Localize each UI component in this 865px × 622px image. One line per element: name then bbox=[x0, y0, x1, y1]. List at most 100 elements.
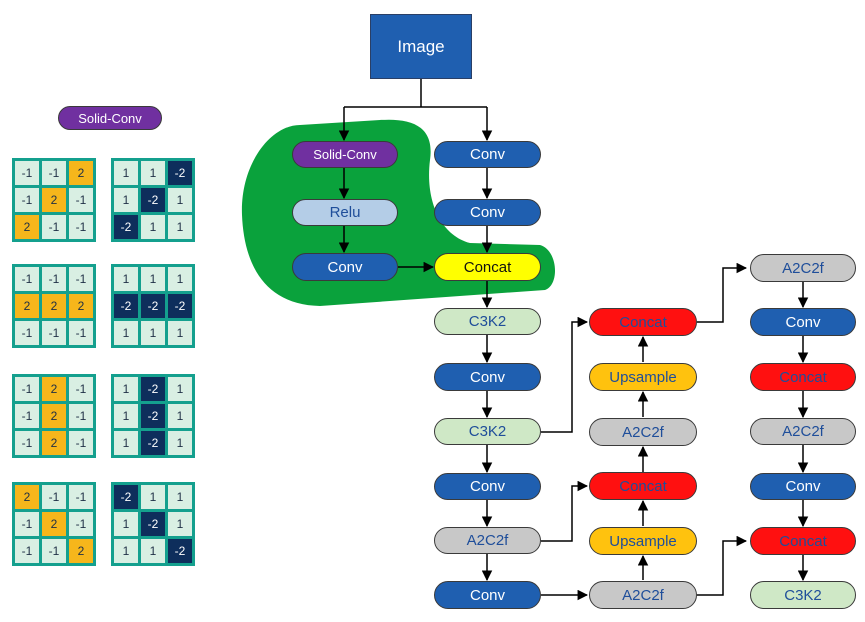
relu-node: Relu bbox=[292, 199, 398, 226]
kernel-cell: 2 bbox=[69, 161, 93, 185]
a2c2f-node-right-top: A2C2f bbox=[750, 254, 856, 282]
kernel-cell: -1 bbox=[15, 512, 39, 536]
concat-node-mid-top: Concat bbox=[589, 308, 697, 336]
kernel-cell: -1 bbox=[15, 161, 39, 185]
kernel-cell: 1 bbox=[168, 188, 192, 212]
kernel-cell: 1 bbox=[114, 512, 138, 536]
kernel-cell: -2 bbox=[114, 215, 138, 239]
kernel-cell: 2 bbox=[42, 377, 66, 401]
kernel-cell: 1 bbox=[168, 431, 192, 455]
conv-node-5: Conv bbox=[434, 581, 541, 609]
kernel-cell: 1 bbox=[141, 485, 165, 509]
c3k2-node-2: C3K2 bbox=[434, 418, 541, 445]
kernel-cell: -2 bbox=[168, 539, 192, 563]
kernel-cell: 2 bbox=[15, 215, 39, 239]
kernel-cell: -1 bbox=[15, 377, 39, 401]
kernel-cell: 1 bbox=[168, 404, 192, 428]
kernel-cell: -1 bbox=[69, 321, 93, 345]
kernel-cell: -2 bbox=[168, 161, 192, 185]
kernel-cell: -2 bbox=[168, 294, 192, 318]
kernel-cell: -1 bbox=[69, 404, 93, 428]
kernel-cell: -1 bbox=[69, 215, 93, 239]
a2c2f-node-main: A2C2f bbox=[434, 527, 541, 554]
kernel-cell: 1 bbox=[114, 188, 138, 212]
kernel-cell: 2 bbox=[42, 512, 66, 536]
kernel-cell: 2 bbox=[69, 294, 93, 318]
kernel-cell: -1 bbox=[42, 215, 66, 239]
kernel-cell: 2 bbox=[15, 294, 39, 318]
c3k2-node-1: C3K2 bbox=[434, 308, 541, 335]
kernel-cell: -1 bbox=[42, 539, 66, 563]
kernel-cell: 1 bbox=[168, 321, 192, 345]
kernel-cell: -2 bbox=[114, 294, 138, 318]
kernel-cell: 1 bbox=[168, 485, 192, 509]
solid-conv-node: Solid-Conv bbox=[292, 141, 398, 168]
kernel-cell: 2 bbox=[42, 188, 66, 212]
kernel-cell: 1 bbox=[168, 215, 192, 239]
kernel-cell: 1 bbox=[168, 512, 192, 536]
upsample-node-top: Upsample bbox=[589, 363, 697, 391]
kernel-cell: -1 bbox=[69, 485, 93, 509]
kernel-cell: -2 bbox=[141, 188, 165, 212]
kernel-cell: 1 bbox=[114, 161, 138, 185]
conv-node-1: Conv bbox=[434, 141, 541, 168]
solid-conv-legend: Solid-Conv bbox=[58, 106, 162, 130]
kernel-cell: -2 bbox=[141, 404, 165, 428]
kernel-cell: 1 bbox=[141, 161, 165, 185]
concat-node-mid-bottom: Concat bbox=[589, 472, 697, 500]
kernel-cell: -2 bbox=[141, 512, 165, 536]
kernel-cell: -1 bbox=[42, 485, 66, 509]
kernel-cell: -1 bbox=[69, 512, 93, 536]
kernel-cell: 1 bbox=[141, 539, 165, 563]
kernel-cell: -1 bbox=[42, 267, 66, 291]
kernel-cell: 1 bbox=[114, 377, 138, 401]
conv-node-4: Conv bbox=[434, 473, 541, 500]
kernel-cell: 1 bbox=[114, 267, 138, 291]
kernel-cell: -1 bbox=[15, 321, 39, 345]
conv-node-right-1: Conv bbox=[750, 308, 856, 336]
kernel-cell: -1 bbox=[42, 321, 66, 345]
conv-node-2: Conv bbox=[434, 199, 541, 226]
concat-node-right-2: Concat bbox=[750, 527, 856, 555]
kernel-cell: 2 bbox=[69, 539, 93, 563]
kernel-cell: -1 bbox=[69, 431, 93, 455]
kernel-cell: -2 bbox=[141, 377, 165, 401]
kernel-cell: -1 bbox=[15, 188, 39, 212]
kernel-cell: -1 bbox=[15, 404, 39, 428]
conv-node-right-2: Conv bbox=[750, 473, 856, 500]
kernel-cell: -1 bbox=[42, 161, 66, 185]
kernel-cell: 2 bbox=[42, 431, 66, 455]
kernel-cell: 2 bbox=[42, 294, 66, 318]
kernel-cell: -1 bbox=[69, 188, 93, 212]
kernel-cell: 1 bbox=[141, 267, 165, 291]
kernel-cell: -2 bbox=[141, 294, 165, 318]
kernel-cell: -1 bbox=[15, 539, 39, 563]
kernel-cell: -1 bbox=[15, 431, 39, 455]
upsample-node-bottom: Upsample bbox=[589, 527, 697, 555]
kernel-cell: 1 bbox=[141, 215, 165, 239]
left-conv-node: Conv bbox=[292, 253, 398, 281]
kernel-cell: 1 bbox=[114, 431, 138, 455]
image-input-node: Image bbox=[370, 14, 472, 79]
kernel-cell: 2 bbox=[42, 404, 66, 428]
a2c2f-node-mid-bottom: A2C2f bbox=[589, 581, 697, 609]
kernel-cell: -2 bbox=[114, 485, 138, 509]
concat-node-right-1: Concat bbox=[750, 363, 856, 391]
kernel-cell: 1 bbox=[114, 321, 138, 345]
kernel-cell: 2 bbox=[15, 485, 39, 509]
kernel-cell: -2 bbox=[141, 431, 165, 455]
a2c2f-node-mid-top: A2C2f bbox=[589, 418, 697, 446]
conv-node-3: Conv bbox=[434, 363, 541, 391]
a2c2f-node-right-mid: A2C2f bbox=[750, 418, 856, 445]
kernel-cell: 1 bbox=[168, 267, 192, 291]
kernel-cell: 1 bbox=[114, 539, 138, 563]
concat-node-main: Concat bbox=[434, 253, 541, 281]
kernel-cell: -1 bbox=[15, 267, 39, 291]
